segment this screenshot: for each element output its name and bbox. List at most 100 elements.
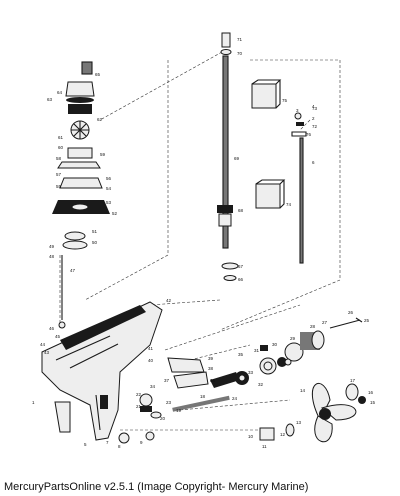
callout-12: 12 [280, 432, 286, 437]
callout-61: 61 [58, 135, 64, 140]
callout-20: 20 [160, 416, 166, 421]
propeller-blade-bottom [314, 415, 333, 443]
callout-45: 45 [55, 334, 61, 339]
callout-67: 67 [238, 264, 244, 269]
callout-34: 34 [150, 384, 156, 389]
callout-74: 74 [286, 202, 292, 207]
callout-43: 43 [44, 350, 50, 355]
callout-64: 64 [57, 90, 63, 95]
pump-cover [68, 104, 92, 114]
callout-71: 71 [237, 37, 243, 42]
exploded-parts-diagram: 71 70 65 75 73 72 6 69 68 74 67 66 64 63… [32, 32, 376, 449]
callout-18: 18 [200, 394, 206, 399]
callout-23: 23 [166, 400, 172, 405]
propeller-shaft [172, 395, 230, 412]
drive-shaft [223, 56, 228, 248]
callout-75: 75 [282, 98, 288, 103]
callout-69: 69 [234, 156, 240, 161]
callout-2: 2 [312, 116, 315, 121]
callout-32: 32 [258, 382, 264, 387]
callout-36: 36 [210, 378, 216, 383]
callout-58: 58 [56, 156, 62, 161]
callout-7: 7 [106, 440, 109, 445]
callout-8: 8 [118, 444, 121, 449]
callout-16: 16 [368, 390, 374, 395]
callout-33: 33 [248, 370, 254, 375]
shaft-bushing [221, 32, 231, 48]
callout-40: 40 [148, 358, 154, 363]
callout-47: 47 [70, 268, 76, 273]
callout-68: 68 [238, 208, 244, 213]
drive-shaft-assembly [217, 32, 304, 281]
bearing-carrier-top [173, 371, 209, 389]
callout-19: 19 [176, 408, 182, 413]
callout-38: 38 [208, 366, 214, 371]
propeller-blade-right [320, 404, 357, 421]
callout-4: 4 [312, 104, 315, 109]
callout-42: 42 [166, 298, 172, 303]
callout-24: 24 [232, 396, 238, 401]
gear-housing [41, 301, 163, 441]
callout-29: 29 [290, 336, 296, 341]
callout-9: 9 [140, 440, 143, 445]
callout-76: 76 [306, 132, 312, 137]
callout-3: 3 [296, 108, 299, 113]
callout-13: 13 [296, 420, 302, 425]
shaft-bearing [217, 205, 233, 213]
reverse-gear [284, 342, 304, 362]
face-plate [67, 147, 93, 159]
callout-5: 5 [84, 442, 87, 447]
callout-46: 46 [49, 326, 55, 331]
callout-57: 57 [56, 172, 62, 177]
callout-48: 48 [49, 254, 55, 259]
callout-72: 72 [312, 124, 318, 129]
shaft-washer [220, 49, 232, 55]
pump-tube [82, 62, 92, 74]
callout-39: 39 [208, 356, 214, 361]
callout-70: 70 [237, 51, 243, 56]
part-callouts: 71 70 65 75 73 72 6 69 68 74 67 66 64 63… [32, 37, 376, 449]
callout-11: 11 [262, 444, 267, 449]
callout-63: 63 [47, 97, 53, 102]
shift-rod [300, 138, 303, 263]
callout-22: 22 [136, 392, 142, 397]
callout-31: 31 [254, 348, 260, 353]
callout-53: 53 [106, 200, 112, 205]
callout-41: 41 [148, 346, 154, 351]
callout-1: 1 [32, 400, 35, 405]
callout-37: 37 [164, 378, 170, 383]
pump-gasket [59, 177, 103, 189]
callout-66: 66 [238, 277, 244, 282]
callout-28: 28 [310, 324, 316, 329]
propeller-assembly [118, 382, 366, 444]
callout-35: 35 [238, 352, 244, 357]
callout-10: 10 [248, 434, 254, 439]
image-caption: MercuryPartsOnline v2.5.1 (Image Copyrig… [4, 481, 309, 493]
callout-26: 26 [348, 310, 354, 315]
propeller-blade-top [311, 382, 331, 422]
shift-hardware [291, 112, 307, 137]
callout-73: 73 [312, 106, 318, 111]
callout-54: 54 [106, 186, 112, 191]
callout-25: 25 [364, 318, 370, 323]
callout-30: 30 [272, 342, 278, 347]
callout-44: 44 [40, 342, 46, 347]
callout-56: 56 [106, 176, 112, 181]
skeg [54, 401, 71, 433]
oil-seal [64, 231, 86, 241]
shaft-seal [221, 262, 239, 270]
callout-60: 60 [58, 145, 64, 150]
callout-52: 52 [112, 211, 118, 216]
callout-15: 15 [370, 400, 376, 405]
pump-housing [65, 81, 95, 97]
callout-6: 6 [312, 160, 315, 165]
callout-65: 65 [95, 72, 101, 77]
thrust-hub [259, 427, 275, 441]
propeller-hub [319, 408, 331, 420]
callout-27: 27 [322, 320, 328, 325]
decal-box-upper [251, 83, 277, 109]
decal-box-lower [255, 183, 281, 209]
callout-49: 49 [49, 244, 55, 249]
assembly-guide-lines [59, 51, 341, 431]
callout-51: 51 [92, 229, 98, 234]
